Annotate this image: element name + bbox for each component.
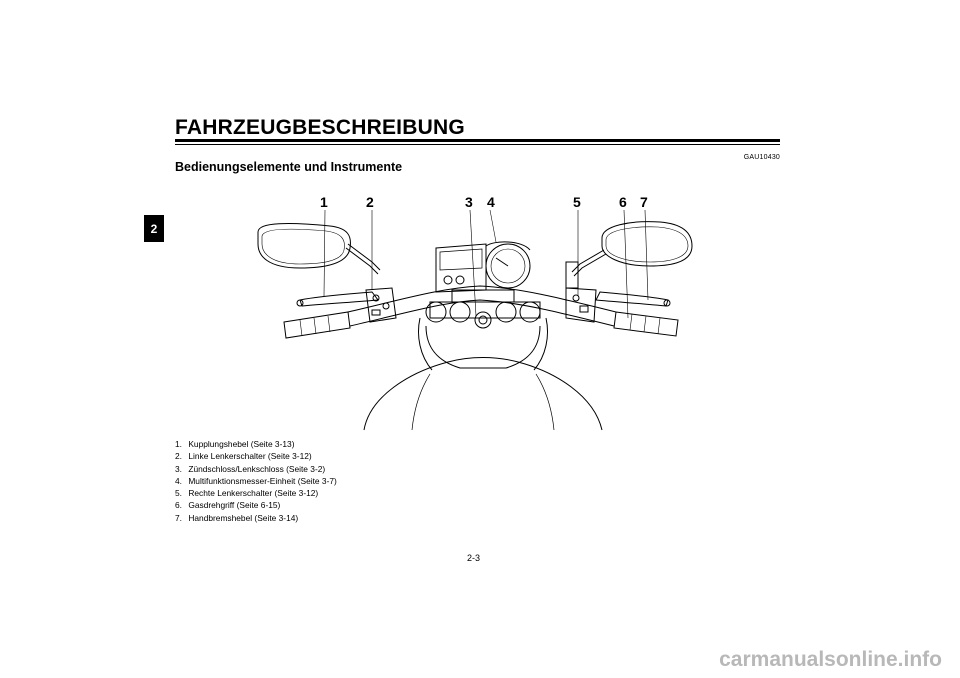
handlebar-illustration	[257, 209, 693, 431]
right-mirror	[601, 221, 693, 267]
document-code: GAU10430	[743, 154, 780, 161]
legend-item: 6. Gasdrehgriff (Seite 6-15)	[175, 500, 281, 511]
left-grip	[283, 311, 351, 339]
callout-4: 4	[487, 194, 495, 210]
section-title: Bedienungselemente und Instrumente	[175, 160, 403, 174]
legend-list: 1. Kupplungshebel (Seite 3-13) 2. Linke …	[175, 438, 337, 524]
callout-6: 6	[619, 194, 627, 210]
legend-item: 4. Multifunktionsmesser-Einheit (Seite 3…	[175, 475, 337, 486]
page-number: 2-3	[467, 553, 481, 563]
left-mirror	[257, 223, 351, 269]
callout-2: 2	[366, 194, 374, 210]
legend-item: 5. Rechte Lenkerschalter (Seite 3-12)	[175, 488, 319, 499]
ignition-switch	[474, 311, 492, 329]
leader-lines	[323, 209, 649, 319]
callout-5: 5	[573, 194, 581, 210]
right-switch-housing	[565, 287, 597, 323]
title-rule	[175, 139, 780, 142]
left-switch-housing	[365, 287, 397, 323]
page-title: FAHRZEUGBESCHREIBUNG	[175, 116, 465, 139]
callout-1: 1	[320, 194, 328, 210]
callout-7: 7	[640, 194, 648, 210]
legend-item: 7. Handbremshebel (Seite 3-14)	[175, 512, 299, 523]
legend-item: 3. Zündschloss/Lenkschloss (Seite 3-2)	[175, 463, 326, 474]
fuel-tank	[363, 357, 603, 431]
brake-lever	[595, 291, 669, 307]
callout-3: 3	[465, 194, 473, 210]
watermark: carmanualsonline.info	[719, 648, 942, 671]
title-rule-thin	[175, 144, 780, 145]
chapter-tab: 2	[144, 215, 164, 242]
legend-item: 2. Linke Lenkerschalter (Seite 3-12)	[175, 451, 312, 462]
legend-item: 1. Kupplungshebel (Seite 3-13)	[175, 439, 295, 449]
right-grip	[613, 311, 679, 337]
